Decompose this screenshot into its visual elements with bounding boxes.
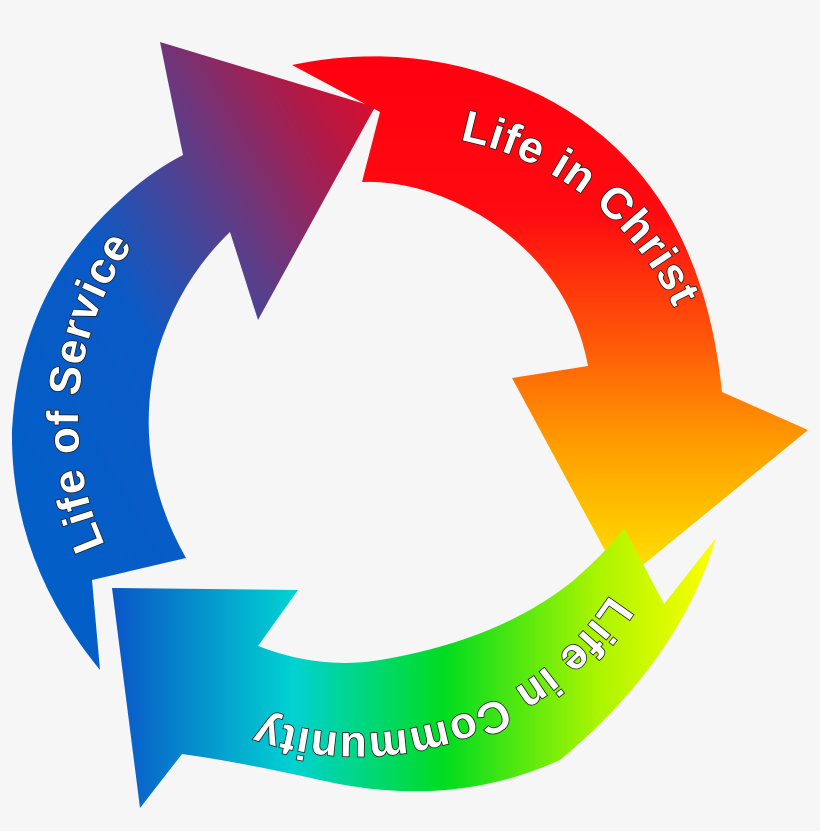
arrow-life-of-service: Life of Service [11, 42, 376, 670]
arrow-life-in-christ: Life in Christ [292, 56, 808, 583]
arrow-shape-christ [292, 56, 808, 583]
arrow-life-in-community: Life in Community [112, 528, 716, 808]
arrow-shape-community [112, 528, 716, 808]
arrow-shape-service [11, 42, 376, 670]
